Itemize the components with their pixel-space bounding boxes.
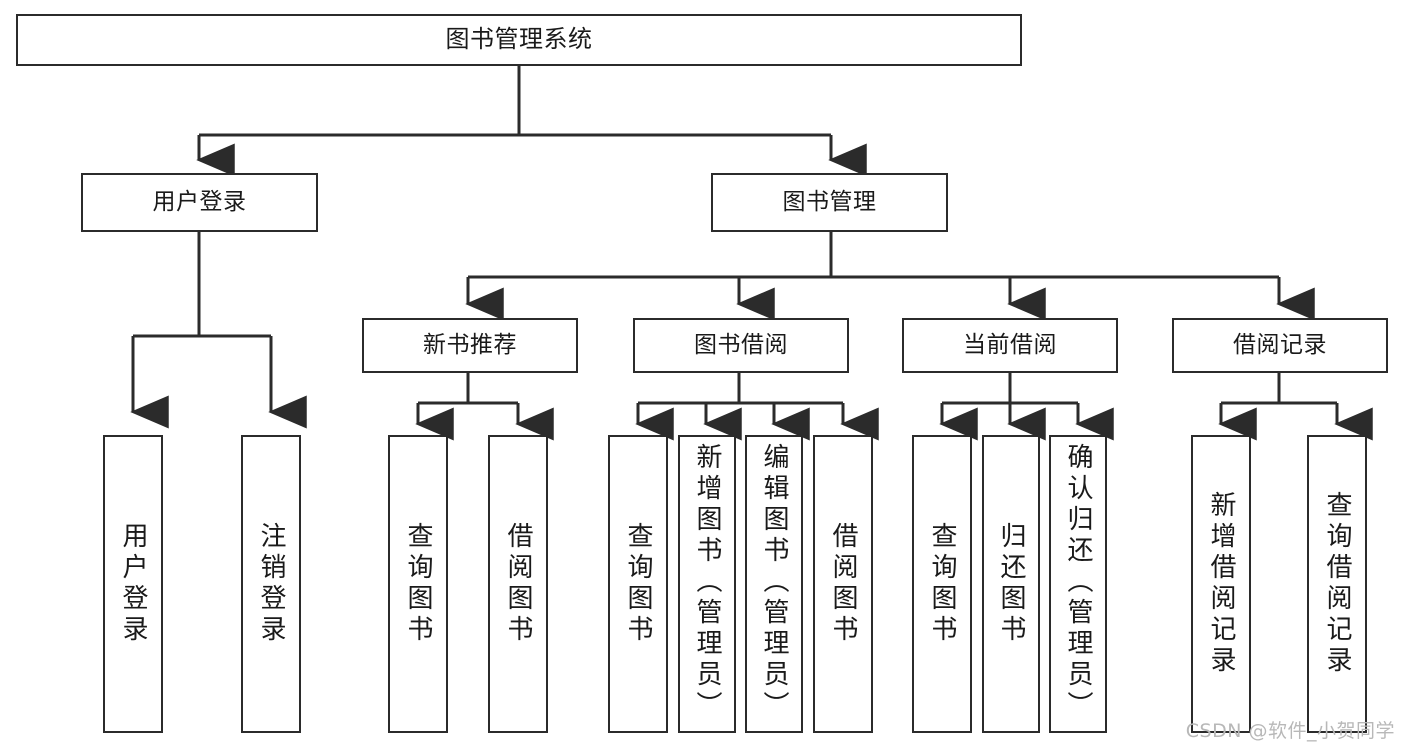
- node-leaf-user-login[interactable]: 用户登录: [103, 435, 163, 733]
- node-leaf-return-book-label: 归还图书: [996, 522, 1026, 646]
- node-leaf-query-record-label: 查询借阅记录: [1322, 491, 1352, 677]
- node-leaf-borrow-book-2[interactable]: 借阅图书: [813, 435, 873, 733]
- node-leaf-add-book[interactable]: 新增图书（管理员）: [678, 435, 736, 733]
- node-leaf-query-book-3[interactable]: 查询图书: [912, 435, 972, 733]
- node-user-login-label: 用户登录: [152, 189, 247, 216]
- node-leaf-edit-book[interactable]: 编辑图书（管理员）: [745, 435, 803, 733]
- node-current-borrow-label: 当前借阅: [963, 332, 1057, 359]
- node-leaf-query-book-2-label: 查询图书: [623, 522, 653, 646]
- node-leaf-query-book-2[interactable]: 查询图书: [608, 435, 668, 733]
- node-borrow-record-label: 借阅记录: [1233, 332, 1327, 359]
- watermark: CSDN @软件_小贺同学: [1185, 720, 1395, 742]
- node-book-manage-label: 图书管理: [782, 189, 877, 216]
- node-leaf-borrow-book-1[interactable]: 借阅图书: [488, 435, 548, 733]
- node-leaf-query-book-3-label: 查询图书: [927, 522, 957, 646]
- node-leaf-logout-label: 注销登录: [256, 522, 286, 646]
- node-leaf-edit-book-label: 编辑图书（管理员）: [759, 443, 789, 722]
- node-leaf-query-book-1[interactable]: 查询图书: [388, 435, 448, 733]
- node-current-borrow[interactable]: 当前借阅: [902, 318, 1118, 373]
- node-book-manage[interactable]: 图书管理: [711, 173, 948, 232]
- node-leaf-borrow-book-1-label: 借阅图书: [503, 522, 533, 646]
- node-leaf-logout[interactable]: 注销登录: [241, 435, 301, 733]
- node-leaf-add-book-label: 新增图书（管理员）: [692, 443, 722, 722]
- node-leaf-user-login-label: 用户登录: [118, 522, 148, 646]
- node-leaf-confirm-return[interactable]: 确认归还（管理员）: [1049, 435, 1107, 733]
- node-leaf-add-record[interactable]: 新增借阅记录: [1191, 435, 1251, 733]
- node-leaf-return-book[interactable]: 归还图书: [982, 435, 1040, 733]
- node-leaf-borrow-book-2-label: 借阅图书: [828, 522, 858, 646]
- node-root-label: 图书管理系统: [445, 25, 593, 54]
- node-root[interactable]: 图书管理系统: [16, 14, 1022, 66]
- node-leaf-confirm-return-label: 确认归还（管理员）: [1063, 443, 1093, 722]
- node-borrow-record[interactable]: 借阅记录: [1172, 318, 1388, 373]
- node-new-book-rec-label: 新书推荐: [423, 332, 517, 359]
- node-book-borrow-label: 图书借阅: [694, 332, 788, 359]
- node-leaf-query-book-1-label: 查询图书: [403, 522, 433, 646]
- node-leaf-query-record[interactable]: 查询借阅记录: [1307, 435, 1367, 733]
- node-user-login[interactable]: 用户登录: [81, 173, 318, 232]
- node-book-borrow[interactable]: 图书借阅: [633, 318, 849, 373]
- node-leaf-add-record-label: 新增借阅记录: [1206, 491, 1236, 677]
- node-new-book-rec[interactable]: 新书推荐: [362, 318, 578, 373]
